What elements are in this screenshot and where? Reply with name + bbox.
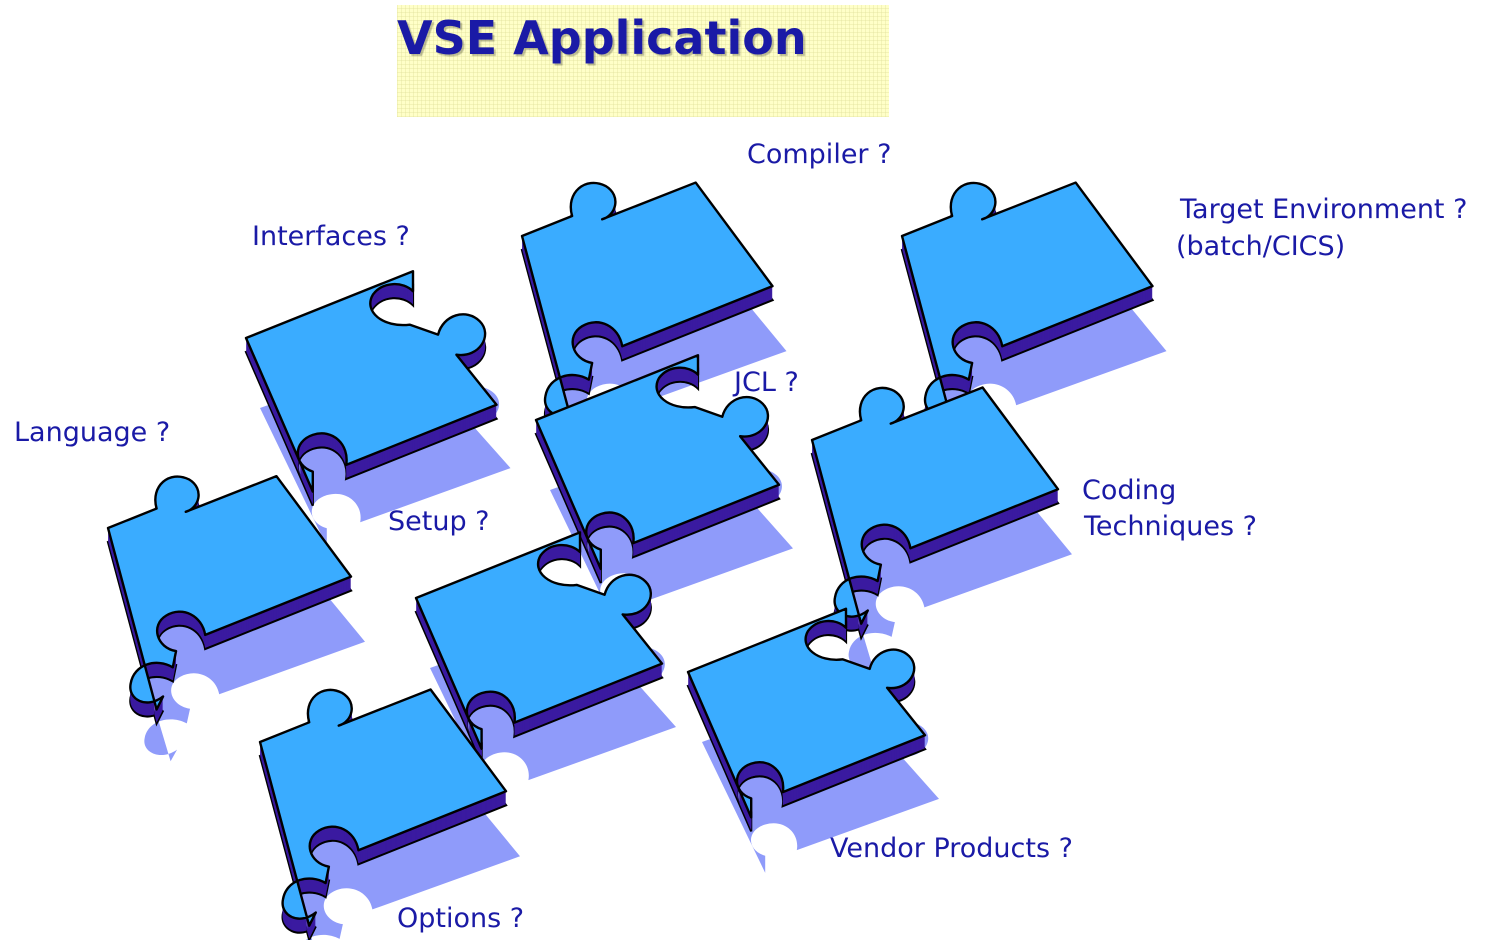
label-target-environment: Target Environment ? bbox=[1180, 194, 1468, 225]
label-target-batch-cics: (batch/CICS) bbox=[1176, 231, 1346, 262]
label-interfaces: Interfaces ? bbox=[252, 221, 410, 252]
puzzle-piece-coding bbox=[810, 386, 1072, 676]
title-box: VSE Application bbox=[397, 5, 889, 117]
label-setup: Setup ? bbox=[388, 506, 490, 537]
label-techniques: Techniques ? bbox=[1084, 511, 1257, 542]
page-title: VSE Application bbox=[397, 11, 807, 65]
label-compiler: Compiler ? bbox=[747, 139, 892, 170]
label-jcl: JCL ? bbox=[734, 367, 799, 398]
label-language: Language ? bbox=[14, 417, 171, 448]
label-options: Options ? bbox=[397, 903, 525, 934]
label-vendor-products: Vendor Products ? bbox=[830, 833, 1073, 864]
label-coding: Coding bbox=[1082, 475, 1177, 506]
